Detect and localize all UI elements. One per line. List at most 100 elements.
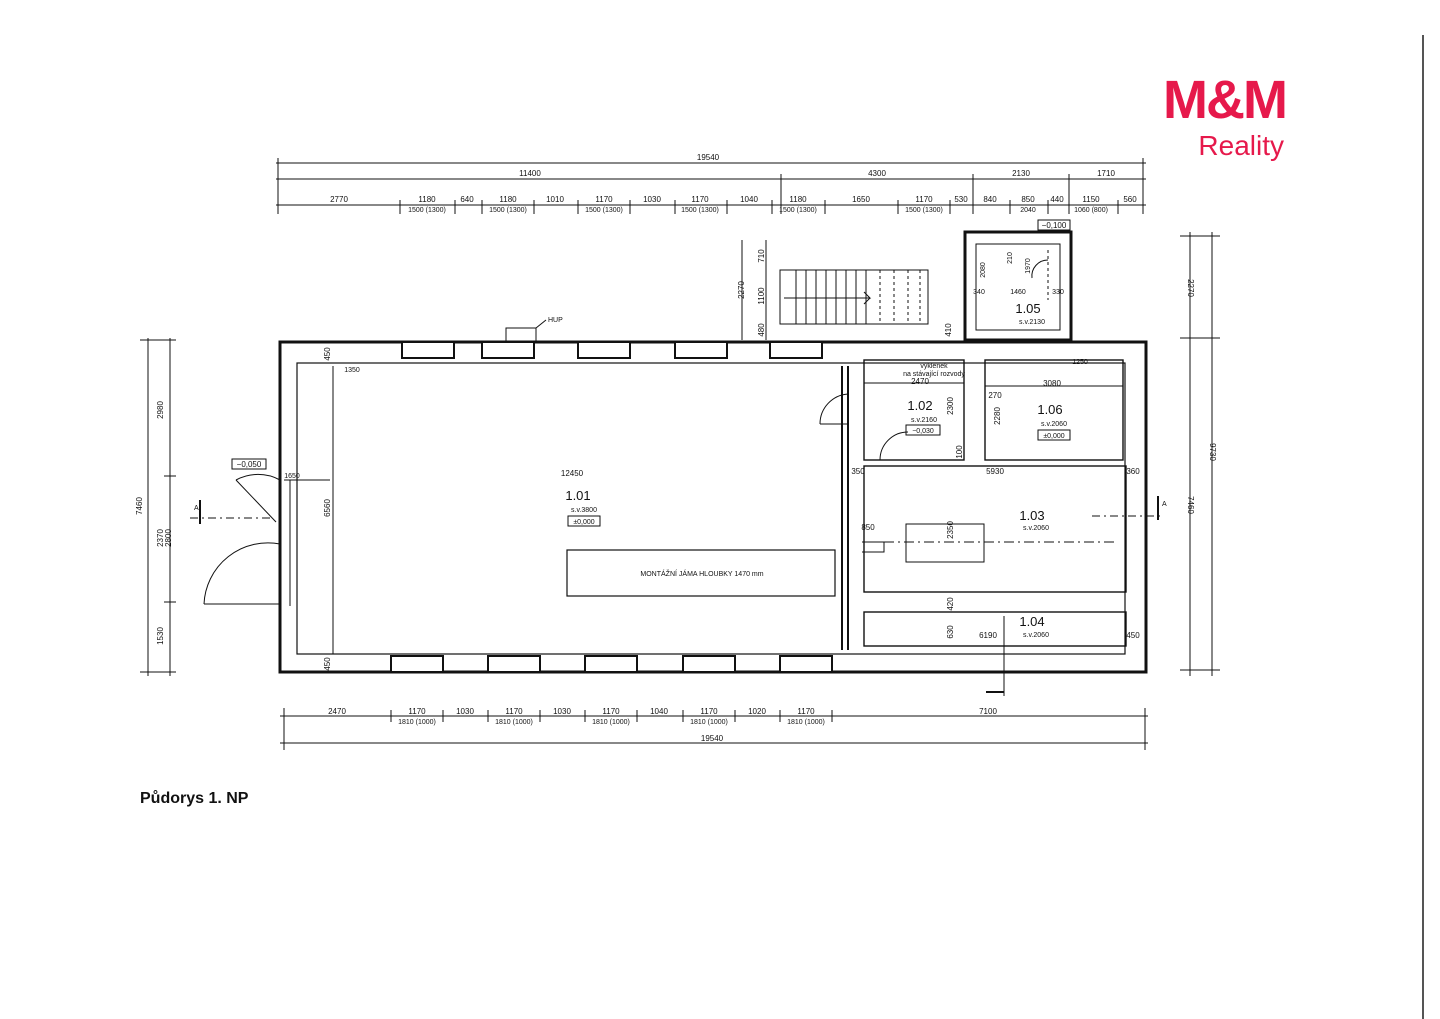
- dim-bottom-overall: 19540: [701, 734, 724, 743]
- top-dimensions: 19540 11400 4300 2130 1710 2770 1180 640…: [330, 153, 1137, 214]
- dim-top-detail: 850: [1021, 195, 1035, 204]
- dim-interior: 6560: [323, 499, 332, 517]
- dim-bottom-detail: 1170: [700, 707, 718, 716]
- room-1-04: 1.04 s.v.2060: [1019, 614, 1049, 639]
- dim-top-sub: 1060 (800): [1074, 207, 1108, 214]
- left-dimensions: 2980 7460 2370 2800 1530: [135, 401, 173, 645]
- dim-top-detail: 440: [1050, 195, 1064, 204]
- dim-top-detail: 2770: [330, 195, 348, 204]
- windows-bottom: [390, 655, 833, 673]
- dim-bottom-detail: 1170: [602, 707, 620, 716]
- room-height: s.v.2160: [911, 417, 937, 424]
- dim-interior: 1350: [344, 367, 360, 374]
- niche-label: na stávající rozvody: [903, 371, 965, 378]
- room-1-03: 1.03 s.v.2060: [1019, 508, 1049, 532]
- dim-interior: 480: [757, 323, 766, 337]
- dim-top-group: 11400: [519, 169, 541, 178]
- dim-interior: 350: [851, 467, 865, 476]
- dim-left: 1530: [156, 627, 165, 645]
- dim-top-detail: 1180: [789, 195, 807, 204]
- dim-bottom-sub: 1810 (1000): [690, 719, 728, 726]
- dim-interior: 360: [1126, 467, 1140, 476]
- room-height: s.v.2060: [1023, 632, 1049, 639]
- dim-interior: 1460: [1010, 289, 1026, 296]
- room-level: ±0,000: [573, 519, 594, 526]
- dim-bottom-detail: 7100: [979, 707, 997, 716]
- dim-top-detail: 1180: [418, 195, 436, 204]
- dim-left: 2370: [156, 529, 165, 547]
- interior-dimensions: 450 450 1650 12450 6560 710 2270 1100 48…: [284, 249, 1140, 671]
- dim-top-overall: 19540: [697, 153, 720, 162]
- dim-interior: 1250: [1072, 359, 1088, 366]
- windows-top: [401, 341, 823, 359]
- bottom-dim-ticks: [283, 708, 1146, 750]
- dim-interior: 12450: [561, 469, 584, 478]
- dim-interior: 3080: [1043, 379, 1061, 388]
- dim-bottom-detail: 1030: [553, 707, 571, 716]
- room-height: s.v.3800: [571, 507, 597, 514]
- plan-title: Půdorys 1. NP: [140, 790, 249, 807]
- dim-bottom-detail: 1040: [650, 707, 668, 716]
- room-number: 1.03: [1019, 508, 1044, 523]
- dim-bottom-detail: 1020: [748, 707, 766, 716]
- brand-logo: M&M Reality: [1120, 72, 1300, 172]
- top-dim-ticks: [277, 158, 1144, 214]
- room-1-01: 1.01 s.v.3800 ±0,000: [565, 488, 601, 527]
- dim-top-sub: 1500 (1300): [408, 207, 446, 214]
- dim-interior: 450: [323, 657, 332, 671]
- room-height: s.v.2060: [1041, 421, 1067, 428]
- room-number: 1.05: [1015, 301, 1040, 316]
- dim-top-sub: 1500 (1300): [681, 207, 719, 214]
- level-tag: −0,050: [237, 460, 262, 469]
- dim-bottom-detail: 2470: [328, 707, 346, 716]
- dim-interior: 1100: [757, 287, 766, 305]
- dim-interior: 1650: [284, 473, 300, 480]
- dim-top-sub: 1500 (1300): [489, 207, 527, 214]
- dim-top-detail: 1650: [852, 195, 870, 204]
- dim-interior: 410: [944, 323, 953, 337]
- floor-plan-lines: [140, 158, 1220, 750]
- room-level: ±0,000: [1043, 433, 1064, 440]
- hup-label: HUP: [548, 317, 563, 324]
- room-height: s.v.2130: [1019, 319, 1045, 326]
- dim-bottom-detail: 1170: [408, 707, 426, 716]
- dim-interior: 850: [861, 523, 875, 532]
- dim-left: 7460: [135, 497, 144, 515]
- dim-top-detail: 840: [983, 195, 997, 204]
- room-number: 1.06: [1037, 402, 1062, 417]
- dim-top-detail: 1040: [740, 195, 758, 204]
- dim-top-sub: 1500 (1300): [585, 207, 623, 214]
- level-tag-entrance: −0,050: [231, 458, 267, 470]
- dim-right: 9730: [1208, 443, 1217, 461]
- dim-top-sub: 1500 (1300): [779, 207, 817, 214]
- dim-top-group: 4300: [868, 169, 886, 178]
- dim-top-sub: 2040: [1020, 207, 1036, 214]
- section-mark-label: A: [1162, 501, 1167, 508]
- dim-interior: 450: [323, 347, 332, 361]
- level-tag-stair-tower: −0,100: [1037, 219, 1071, 231]
- room-1-05: 1.05 s.v.2130: [1015, 301, 1045, 326]
- dim-top-group: 1710: [1097, 169, 1115, 178]
- dim-bottom-sub: 1810 (1000): [495, 719, 533, 726]
- dim-interior: 2350: [946, 521, 955, 539]
- dim-interior: 270: [988, 391, 1002, 400]
- brand-logo-wordmark: Reality: [1198, 130, 1284, 161]
- room-1-06: 1.06 s.v.2060 ±0,000: [1037, 402, 1071, 441]
- dim-interior: 6190: [979, 631, 997, 640]
- pit-label: MONTÁŽNÍ JÁMA HLOUBKY 1470 mm: [640, 569, 763, 578]
- dim-interior: 2080: [980, 262, 987, 278]
- entrance-door: [203, 473, 281, 605]
- dim-bottom-detail: 1170: [505, 707, 523, 716]
- room-level: −0,030: [912, 428, 934, 435]
- dim-top-detail: 1030: [643, 195, 661, 204]
- room-number: 1.01: [565, 488, 590, 503]
- dim-left: 2980: [156, 401, 165, 419]
- dim-interior: 2470: [911, 377, 929, 386]
- dim-top-detail: 560: [1123, 195, 1137, 204]
- exterior-walls: [278, 340, 1148, 674]
- dim-interior: 2270: [737, 281, 746, 299]
- dim-right: 7460: [1186, 496, 1195, 514]
- dim-interior: 210: [1007, 252, 1014, 264]
- dim-interior: 420: [946, 597, 955, 611]
- dim-interior: 2300: [946, 397, 955, 415]
